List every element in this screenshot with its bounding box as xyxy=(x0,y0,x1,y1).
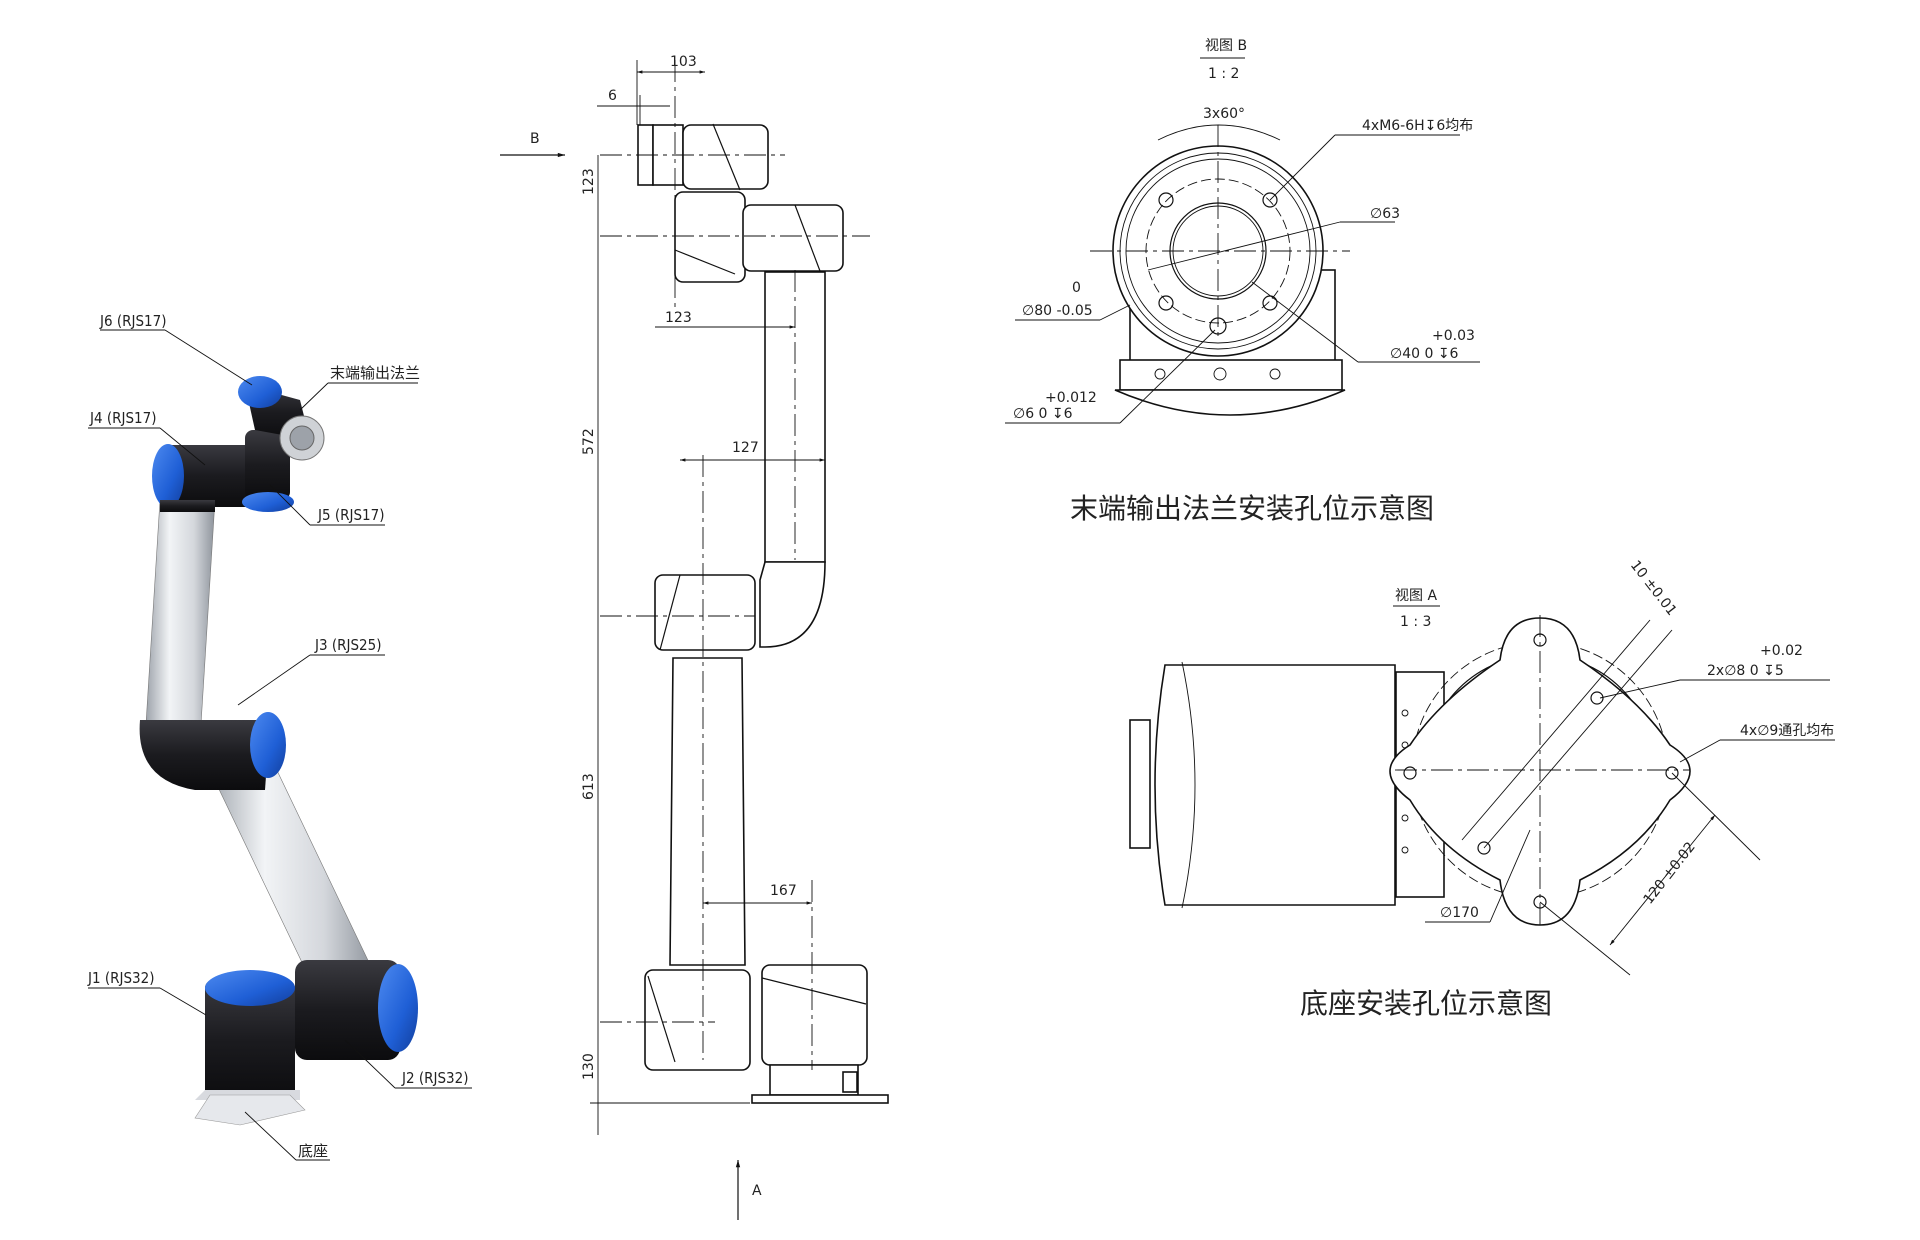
svg-text:视图 A: 视图 A xyxy=(1395,588,1437,604)
svg-text:123: 123 xyxy=(581,168,597,195)
joint-j2 xyxy=(295,960,418,1060)
svg-text:末端输出法兰: 末端输出法兰 xyxy=(330,364,420,382)
svg-text:0: 0 xyxy=(1072,280,1081,296)
view-a-caption: 底座安装孔位示意图 xyxy=(1300,987,1552,1020)
label-j6: J6 (RJS17) xyxy=(99,312,253,386)
svg-text:3x60°: 3x60° xyxy=(1203,106,1245,122)
svg-text:∅40 0 ↧6: ∅40 0 ↧6 xyxy=(1390,346,1459,362)
joint-j1 xyxy=(205,970,295,1100)
robot-base xyxy=(194,1090,306,1126)
view-b-flange: 视图 B 1 : 2 3x60° 4xM6-6H↧6均布 xyxy=(1005,38,1480,525)
svg-text:123: 123 xyxy=(665,310,692,326)
view-a-base: 视图 A 1 : 3 10 ±0.01 +0.02 xyxy=(1129,558,1835,1020)
svg-text:613: 613 xyxy=(581,773,597,800)
label-j5: J5 (RJS17) xyxy=(269,484,385,526)
svg-text:∅170: ∅170 xyxy=(1440,905,1479,921)
svg-text:视图 B: 视图 B xyxy=(1205,38,1247,54)
view-b-caption: 末端输出法兰安装孔位示意图 xyxy=(1070,492,1434,525)
svg-text:J3 (RJS25): J3 (RJS25) xyxy=(314,636,381,654)
svg-text:167: 167 xyxy=(770,883,797,899)
label-j1: J1 (RJS32) xyxy=(87,969,207,1016)
view-a-arrow: A xyxy=(735,1160,762,1220)
label-base: 底座 xyxy=(244,1111,330,1161)
svg-text:4xM6-6H↧6均布: 4xM6-6H↧6均布 xyxy=(1362,118,1473,134)
svg-text:J5 (RJS17): J5 (RJS17) xyxy=(317,506,384,524)
label-j4: J4 (RJS17) xyxy=(88,409,206,466)
svg-text:103: 103 xyxy=(670,54,697,70)
svg-text:A: A xyxy=(752,1183,762,1199)
robot-3d-render: J6 (RJS17) 末端输出法兰 J4 (RJS17) J5 (RJS17) … xyxy=(87,312,472,1161)
svg-text:2x∅8 0 ↧5: 2x∅8 0 ↧5 xyxy=(1707,663,1784,679)
svg-text:J1 (RJS32): J1 (RJS32) xyxy=(87,969,154,987)
label-flange: 末端输出法兰 xyxy=(299,364,420,411)
svg-text:572: 572 xyxy=(581,428,597,455)
view-b-arrow: B xyxy=(500,131,565,158)
svg-text:127: 127 xyxy=(732,440,759,456)
svg-text:J4 (RJS17): J4 (RJS17) xyxy=(89,409,156,427)
svg-text:120 ±0.02: 120 ±0.02 xyxy=(1641,839,1699,907)
svg-text:J2 (RJS32): J2 (RJS32) xyxy=(401,1069,468,1087)
svg-text:+0.02: +0.02 xyxy=(1760,643,1803,659)
svg-text:+0.03: +0.03 xyxy=(1432,328,1475,344)
label-j3: J3 (RJS25) xyxy=(237,636,385,706)
joint-j3 xyxy=(139,712,286,790)
svg-text:1 : 3: 1 : 3 xyxy=(1400,614,1431,630)
svg-text:6: 6 xyxy=(608,88,617,104)
label-j2: J2 (RJS32) xyxy=(344,1039,472,1089)
svg-text:130: 130 xyxy=(581,1053,597,1080)
joint-j5 xyxy=(242,430,294,512)
svg-text:J6 (RJS17): J6 (RJS17) xyxy=(99,312,166,330)
svg-text:4x∅9通孔均布: 4x∅9通孔均布 xyxy=(1740,723,1834,739)
svg-text:1 : 2: 1 : 2 xyxy=(1208,66,1239,82)
side-view-drawing: B xyxy=(500,54,889,1220)
svg-text:B: B xyxy=(530,131,540,147)
svg-text:+0.012: +0.012 xyxy=(1045,390,1097,406)
svg-text:10 ±0.01: 10 ±0.01 xyxy=(1627,558,1680,619)
svg-text:∅6 0 ↧6: ∅6 0 ↧6 xyxy=(1013,406,1073,422)
svg-text:∅80 -0.05: ∅80 -0.05 xyxy=(1022,303,1093,319)
joint-j6 xyxy=(238,376,325,461)
svg-text:底座: 底座 xyxy=(298,1142,328,1160)
svg-text:∅63: ∅63 xyxy=(1370,206,1400,222)
